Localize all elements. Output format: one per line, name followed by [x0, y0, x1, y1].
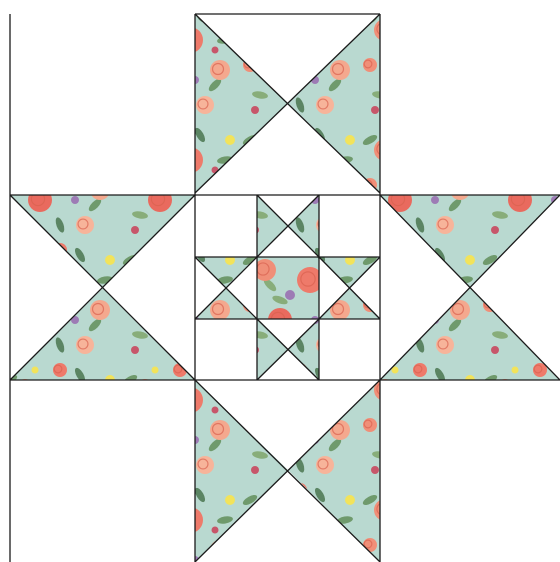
small-star-center	[257, 257, 319, 319]
